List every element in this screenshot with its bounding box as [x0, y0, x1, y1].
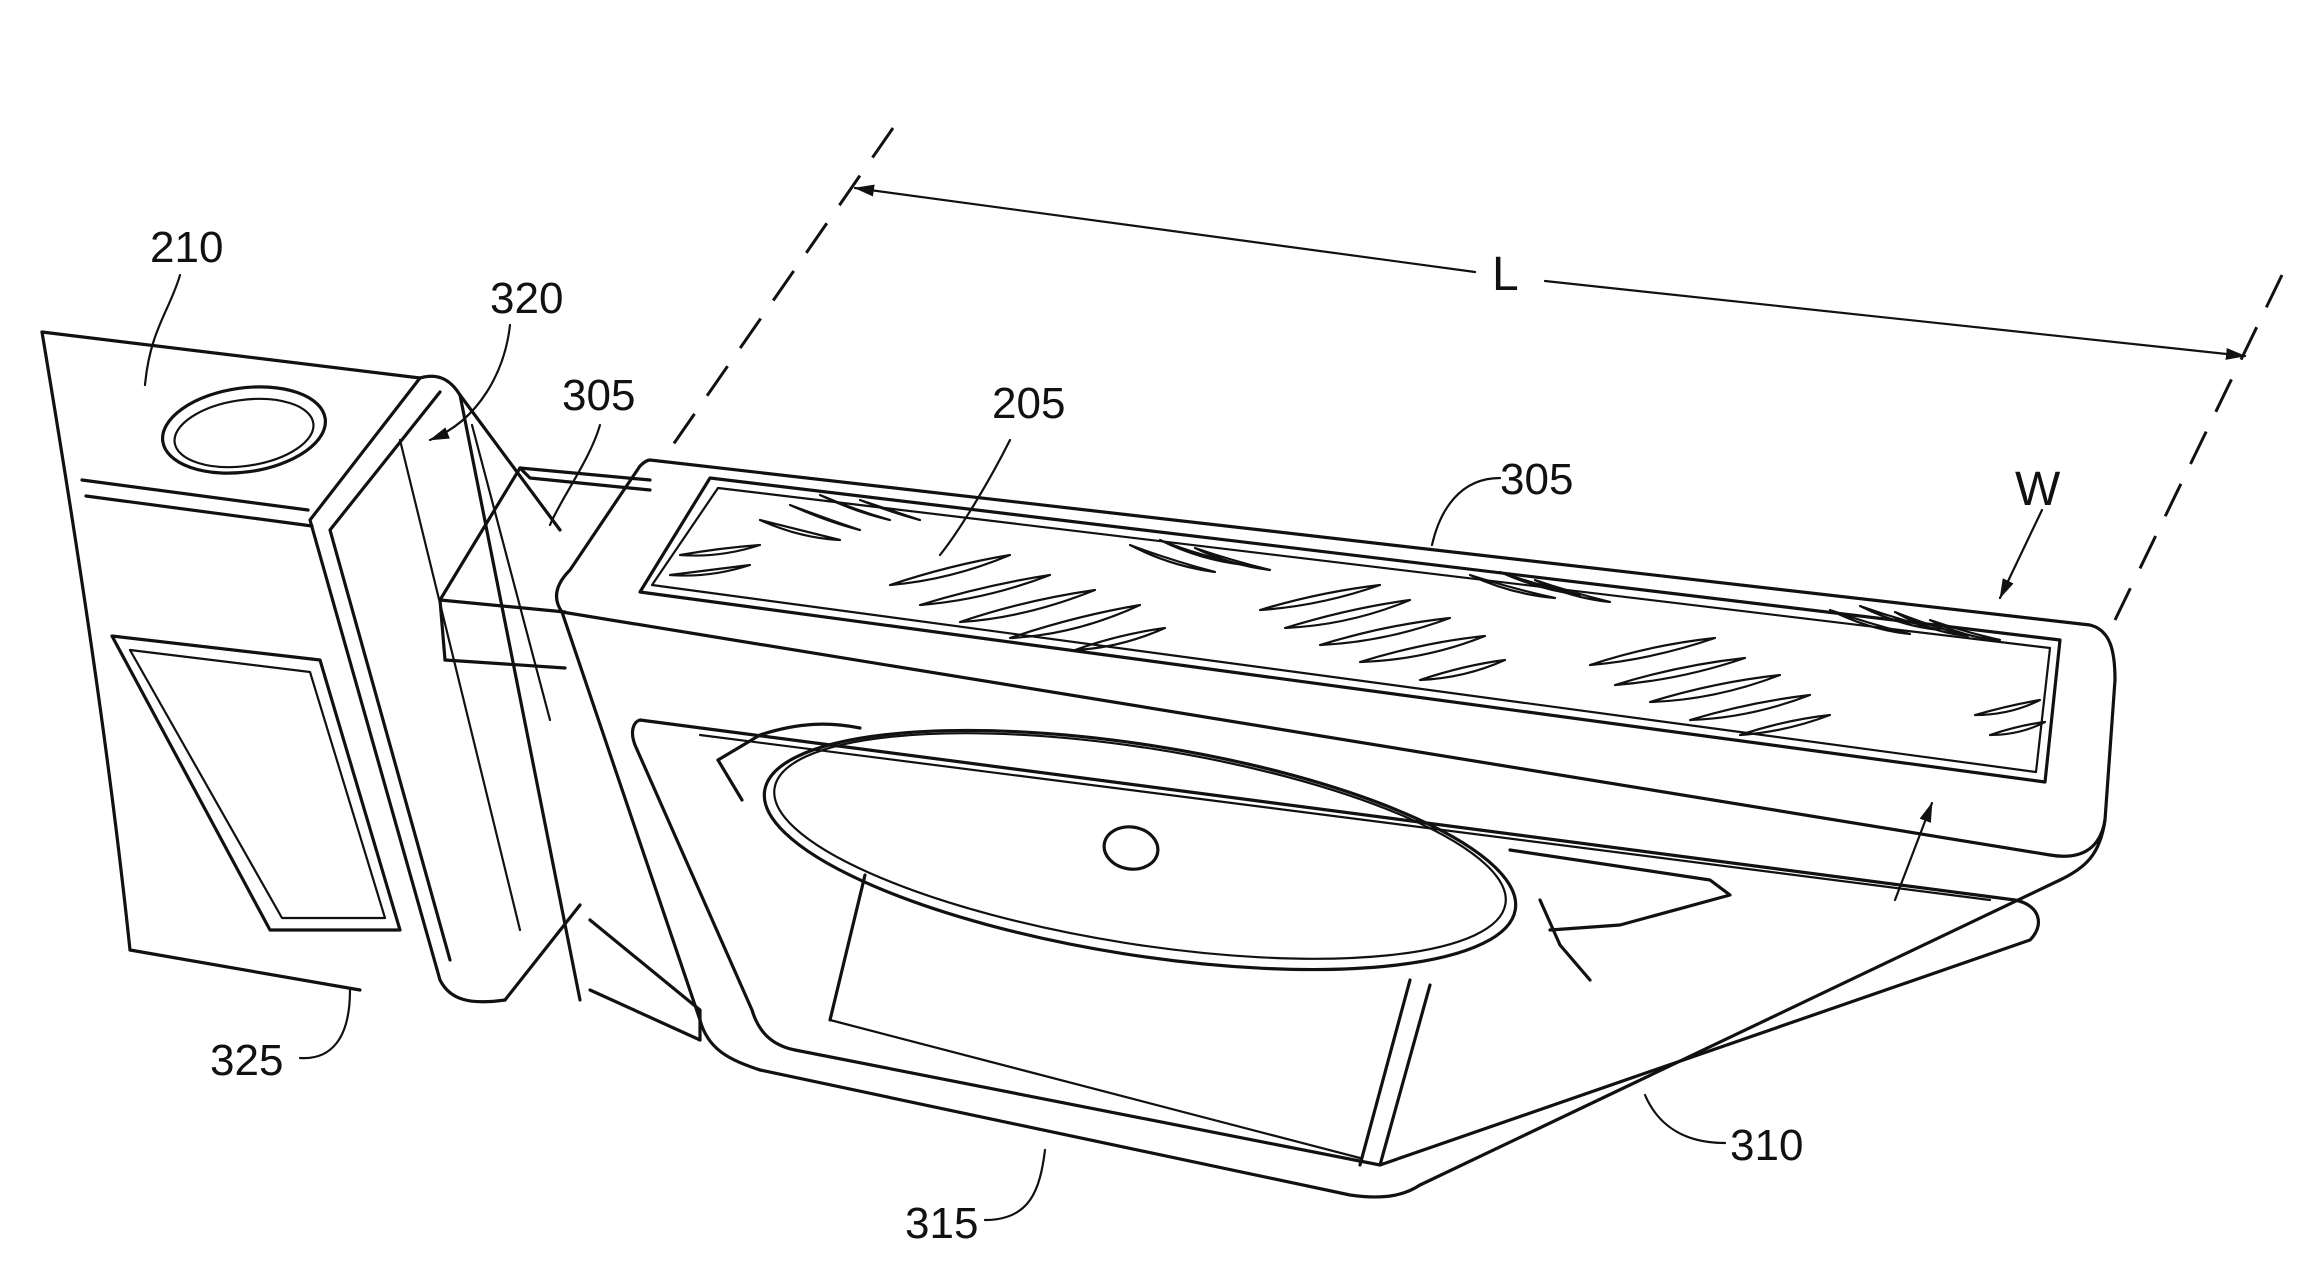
- dimension-L-left-arrow: [855, 188, 1475, 272]
- base-member-210: [42, 332, 420, 990]
- extension-line-right: [2115, 275, 2282, 620]
- turntable-disc: [718, 687, 1730, 1013]
- leader-210: [145, 275, 180, 385]
- leader-305-right: [1432, 478, 1500, 545]
- label-W: W: [2015, 463, 2061, 516]
- leader-325: [300, 990, 350, 1058]
- label-315: 315: [905, 1199, 978, 1248]
- label-305-right: 305: [1500, 455, 1573, 504]
- label-305-left: 305: [562, 371, 635, 420]
- leader-320: [430, 325, 510, 440]
- dimension-L-right-arrow: [1545, 281, 2245, 356]
- tread-assembly: [557, 460, 2115, 1197]
- label-205: 205: [992, 379, 1065, 428]
- label-325: 325: [210, 1036, 283, 1085]
- label-L: L: [1492, 248, 1519, 301]
- label-210: 210: [150, 223, 223, 272]
- extension-line-left: [668, 128, 893, 452]
- label-320: 320: [490, 274, 563, 323]
- leader-310: [1645, 1095, 1725, 1143]
- dimension-W-top-arrow: [2000, 510, 2042, 598]
- leader-315: [985, 1150, 1045, 1220]
- label-310: 310: [1730, 1121, 1803, 1170]
